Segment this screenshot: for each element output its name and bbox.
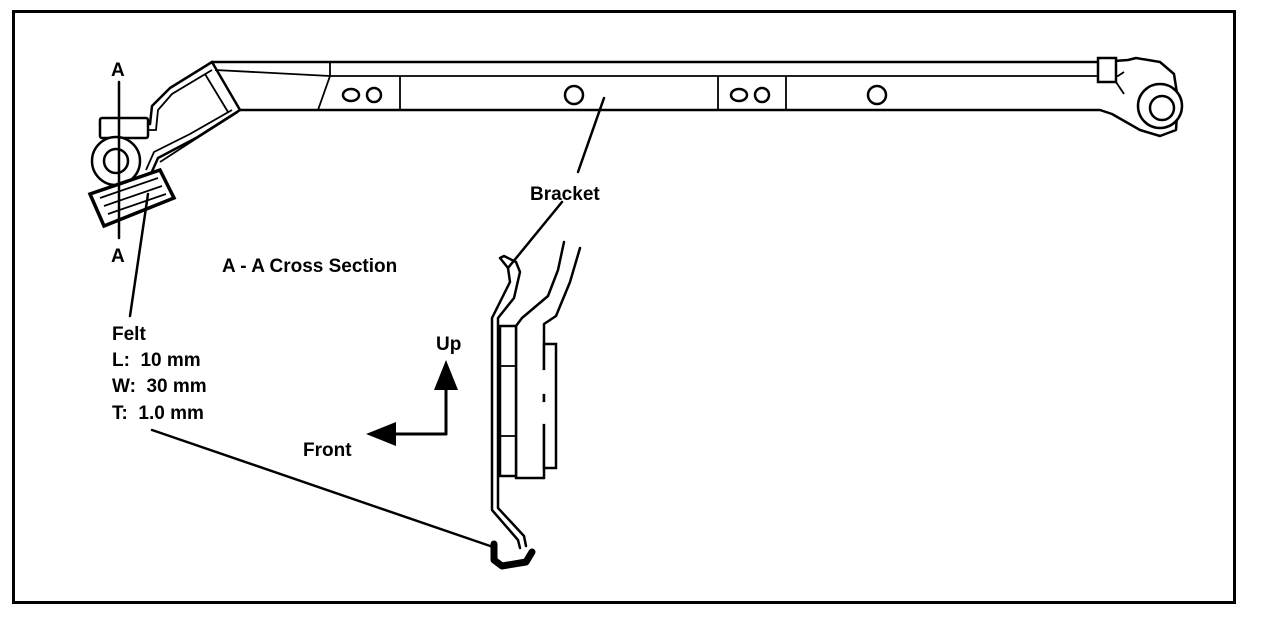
cross-section-title: A - A Cross Section (222, 256, 397, 277)
felt-leader-lower (150, 428, 498, 550)
felt-thickness-label: T: 1.0 mm (112, 403, 204, 424)
direction-arrows (366, 360, 458, 446)
bracket-label: Bracket (530, 184, 600, 205)
direction-front-label: Front (303, 440, 352, 461)
felt-label: Felt (112, 324, 146, 345)
felt-leader-upper (128, 192, 150, 318)
felt-length-label: L: 10 mm (112, 350, 201, 371)
felt-width-label: W: 30 mm (112, 376, 207, 397)
beam-assembly (87, 56, 1184, 229)
bracket-leader-lower (506, 200, 564, 270)
up-arrow-icon (434, 360, 458, 390)
direction-up-label: Up (436, 334, 461, 355)
cross-section-profile (490, 240, 582, 570)
front-arrow-icon (366, 422, 396, 446)
bracket-leader-upper (576, 96, 606, 174)
diagram-frame (12, 10, 1236, 604)
section-mark-top: A (111, 60, 125, 81)
section-mark-bottom: A (111, 246, 125, 267)
